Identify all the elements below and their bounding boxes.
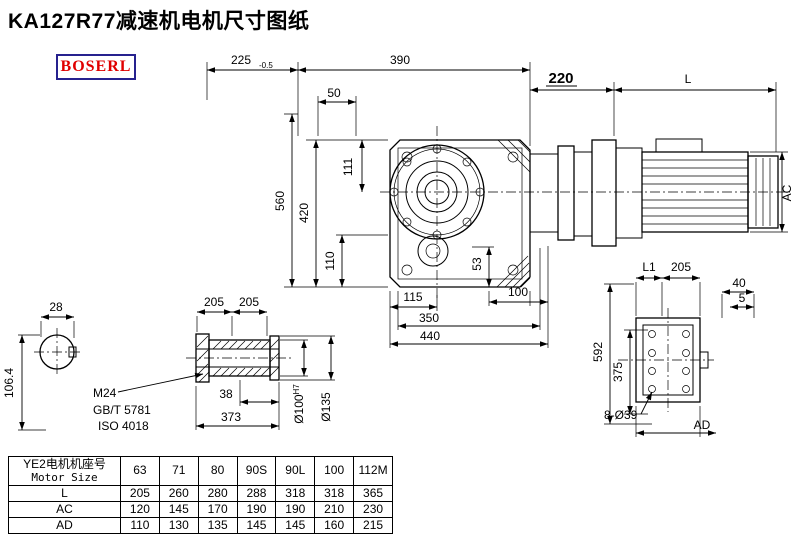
table-row: L 205 260 280 288 318 318 365 xyxy=(8,485,393,502)
table-cell: 230 xyxy=(353,501,393,518)
table-header-motor-size: YE2电机机座号 Motor Size xyxy=(8,456,121,486)
table-cell: 135 xyxy=(197,517,238,534)
dim-350-label: 350 xyxy=(419,311,439,325)
table-col-header: 100 xyxy=(314,456,355,486)
table-row: AC 120 145 170 190 190 210 230 xyxy=(8,501,393,518)
table-col-header: 80 xyxy=(197,456,238,486)
brand-logo: BOSERL xyxy=(56,54,136,80)
dim-106-4-label: 106.4 xyxy=(2,368,16,398)
dim-53-label: 53 xyxy=(470,257,484,271)
dim-50-label: 50 xyxy=(327,86,341,100)
dim-AD-label: AD xyxy=(694,418,711,432)
dim-220-label: 220 xyxy=(548,70,573,87)
thread-spec-label: M24 xyxy=(93,386,117,400)
hollow-shaft-detail-view xyxy=(195,333,280,383)
output-flange-detail-view xyxy=(635,317,709,403)
table-row-label: AC xyxy=(8,501,121,518)
dim-440-label: 440 xyxy=(420,329,440,343)
dim-205-c-label: 205 xyxy=(671,260,691,274)
table-col-header: 112M xyxy=(353,456,393,486)
table-cell: 365 xyxy=(353,485,393,502)
table-cell: 190 xyxy=(275,501,316,518)
dim-373-label: 373 xyxy=(221,410,241,424)
table-col-header: 90S xyxy=(236,456,277,486)
gearbox-front-view xyxy=(389,139,531,288)
table-cell: 110 xyxy=(120,517,160,534)
table-row-label: AD xyxy=(8,517,121,534)
dim-420-label: 420 xyxy=(297,203,311,223)
dim-L1-label: L1 xyxy=(642,260,656,274)
dim-560-label: 560 xyxy=(273,191,287,211)
table-row-label: L xyxy=(8,485,121,502)
gb-standard-label: GB/T 5781 xyxy=(93,403,151,417)
table-cell: 215 xyxy=(353,517,393,534)
table-cell: 160 xyxy=(314,517,355,534)
dimension-extension-lines xyxy=(18,62,788,437)
table-row: AD 110 130 135 145 145 160 215 xyxy=(8,517,393,534)
table-header-en: Motor Size xyxy=(31,470,98,484)
dim-225-tolerance-label: -0.5 xyxy=(259,61,273,70)
dim-111-label: 111 xyxy=(341,158,355,177)
motor-size-table: YE2电机机座号 Motor Size 63 71 80 90S 90L 100… xyxy=(8,456,393,534)
table-cell: 120 xyxy=(120,501,160,518)
table-cell: 260 xyxy=(158,485,199,502)
table-cell: 318 xyxy=(314,485,355,502)
table-cell: 288 xyxy=(236,485,277,502)
table-cell: 145 xyxy=(158,501,199,518)
brand-logo-text: BOSERL xyxy=(60,58,132,75)
table-cell: 145 xyxy=(275,517,316,534)
table-cell: 145 xyxy=(236,517,277,534)
dim-135-diameter-label: Ø135 xyxy=(319,392,333,422)
dim-205-a-label: 205 xyxy=(204,295,224,309)
dim-205-b-label: 205 xyxy=(239,295,259,309)
table-cell: 190 xyxy=(236,501,277,518)
table-col-header: 63 xyxy=(120,456,160,486)
dim-375-label: 375 xyxy=(611,362,625,382)
dim-motor-length-label: L xyxy=(685,72,692,86)
table-header-row: YE2电机机座号 Motor Size 63 71 80 90S 90L 100… xyxy=(8,456,393,486)
dim-592-label: 592 xyxy=(591,342,605,362)
table-col-header: 90L xyxy=(275,456,316,486)
dim-115-label: 115 xyxy=(403,290,422,304)
dim-28-label: 28 xyxy=(49,300,63,314)
dim-390-label: 390 xyxy=(390,53,410,67)
page-title: KA127R77减速机电机尺寸图纸 xyxy=(8,10,310,33)
dim-5-label: 5 xyxy=(739,291,746,305)
dim-38-label: 38 xyxy=(219,387,233,401)
dimension-lines xyxy=(19,67,785,436)
dim-100-label: 100 xyxy=(508,285,528,299)
bolt-holes-spec-label: 8-Ø39 xyxy=(604,408,638,422)
iso-standard-label: ISO 4018 xyxy=(98,419,149,433)
table-cell: 130 xyxy=(158,517,199,534)
dim-225-label: 225 xyxy=(231,53,251,67)
motor-side-view xyxy=(529,138,779,247)
dim-110-label: 110 xyxy=(323,251,337,270)
table-cell: 318 xyxy=(275,485,316,502)
table-header-cn: YE2电机机座号 xyxy=(23,456,106,471)
table-cell: 170 xyxy=(197,501,238,518)
dimension-labels: 225 -0.5 390 220 L 50 111 560 420 110 AC… xyxy=(2,53,794,433)
dim-motor-diameter-label: AC xyxy=(780,184,794,201)
table-col-header: 71 xyxy=(158,456,199,486)
dim-40-label: 40 xyxy=(732,276,746,290)
dim-bore-diameter-label: Ø100H7 xyxy=(292,384,306,424)
table-cell: 205 xyxy=(120,485,160,502)
table-cell: 210 xyxy=(314,501,355,518)
shaft-cross-section-view xyxy=(39,334,77,370)
table-cell: 280 xyxy=(197,485,238,502)
